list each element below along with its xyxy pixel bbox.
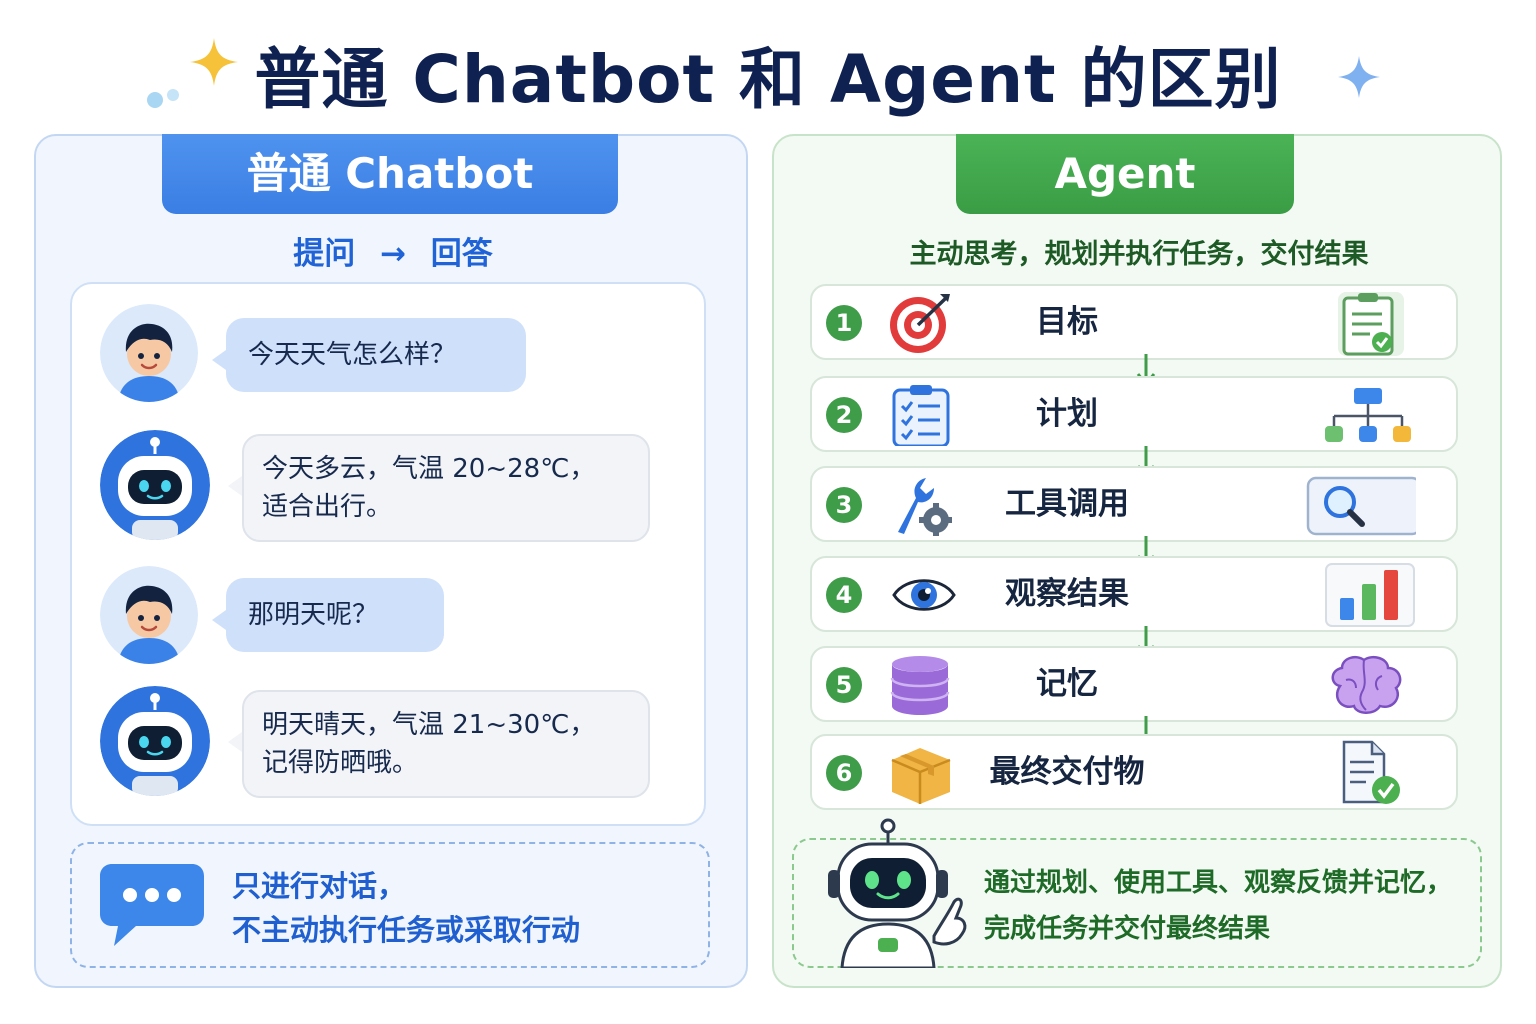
checklist-icon [892,385,950,446]
agent-step-tools: 3 工具调用 [810,466,1458,542]
agent-panel: Agent 主动思考，规划并执行任务，交付结果 1 目标 2 [772,134,1502,988]
agent-step-deliverable: 6 最终交付物 [810,734,1458,810]
step-label: 最终交付物 [989,754,1145,790]
step-number: 5 [826,667,862,703]
brain-icon [1331,656,1402,714]
robot-avatar [100,430,210,540]
chatbot-panel: 普通 Chatbot 提问 → 回答 今天天气怎么样？ [34,134,748,988]
robot-mascot-icon [828,818,967,968]
chatbot-summary-note: 只进行对话， 不主动执行任务或采取行动 [70,842,710,968]
chatbot-summary-line2: 不主动执行任务或采取行动 [232,913,581,947]
agent-summary-line2: 完成任务并交付最终结果 [984,914,1271,944]
agent-summary-note: 通过规划、使用工具、观察反馈并记忆， 完成任务并交付最终结果 [792,818,1482,968]
chatbot-summary-line1: 只进行对话， [232,869,407,903]
agent-subtitle: 主动思考，规划并执行任务，交付结果 [909,239,1369,270]
chatbot-tab: 普通 Chatbot [162,134,618,214]
chat-bubble-bot: 明天晴天，气温 21~30℃， 记得防晒哦。 [242,690,650,798]
user-avatar [100,304,198,402]
agent-tab: Agent [956,134,1294,214]
agent-step-observe: 4 观察结果 [810,556,1458,632]
document-check-icon [1342,740,1400,804]
step-label: 观察结果 [1005,576,1129,612]
dots-decoration [147,89,179,108]
chat-bubble-user: 今天天气怎么样？ [226,318,526,392]
chat-window: 今天天气怎么样？ 今天多云，气温 20~28℃， 适合出行。 [70,282,706,826]
chat-bubble-icon [100,864,204,946]
clipboard-check-icon [1338,292,1404,356]
chatbot-subtitle: 提问 → 回答 [36,228,750,273]
agent-step-memory: 5 记忆 [810,646,1458,722]
package-icon [891,748,951,804]
answer-label: 回答 [430,236,493,272]
chat-bubble-bot: 今天多云，气温 20~28℃， 适合出行。 [242,434,650,542]
agent-summary-line1: 通过规划、使用工具、观察反馈并记忆， [984,868,1453,898]
step-number: 1 [826,305,862,341]
robot-avatar [100,686,210,796]
step-label: 工具调用 [1005,486,1129,522]
page-title: 普通 Chatbot 和 Agent 的区别 [254,41,1282,118]
arrow-right-icon: → [380,236,406,272]
step-label: 计划 [1036,396,1098,432]
step-number: 4 [826,577,862,613]
eye-icon [892,579,956,611]
search-window-icon [1306,476,1416,536]
step-label: 目标 [1036,304,1098,340]
step-number: 2 [826,397,862,433]
target-icon [890,294,950,353]
wrench-gear-icon [898,478,952,536]
agent-step-goal: 1 目标 [810,284,1458,360]
sparkle-icon [190,38,238,86]
question-label: 提问 [293,236,356,272]
sparkle-icon [1338,56,1380,98]
database-icon [890,656,950,715]
step-label: 记忆 [1036,666,1098,702]
agent-step-plan: 2 计划 [810,376,1458,452]
user-avatar [100,566,198,664]
bar-chart-icon [1325,563,1415,627]
chat-bubble-user: 那明天呢？ [226,578,444,652]
hierarchy-icon [1325,388,1411,442]
step-number: 6 [826,755,862,791]
step-number: 3 [826,487,862,523]
